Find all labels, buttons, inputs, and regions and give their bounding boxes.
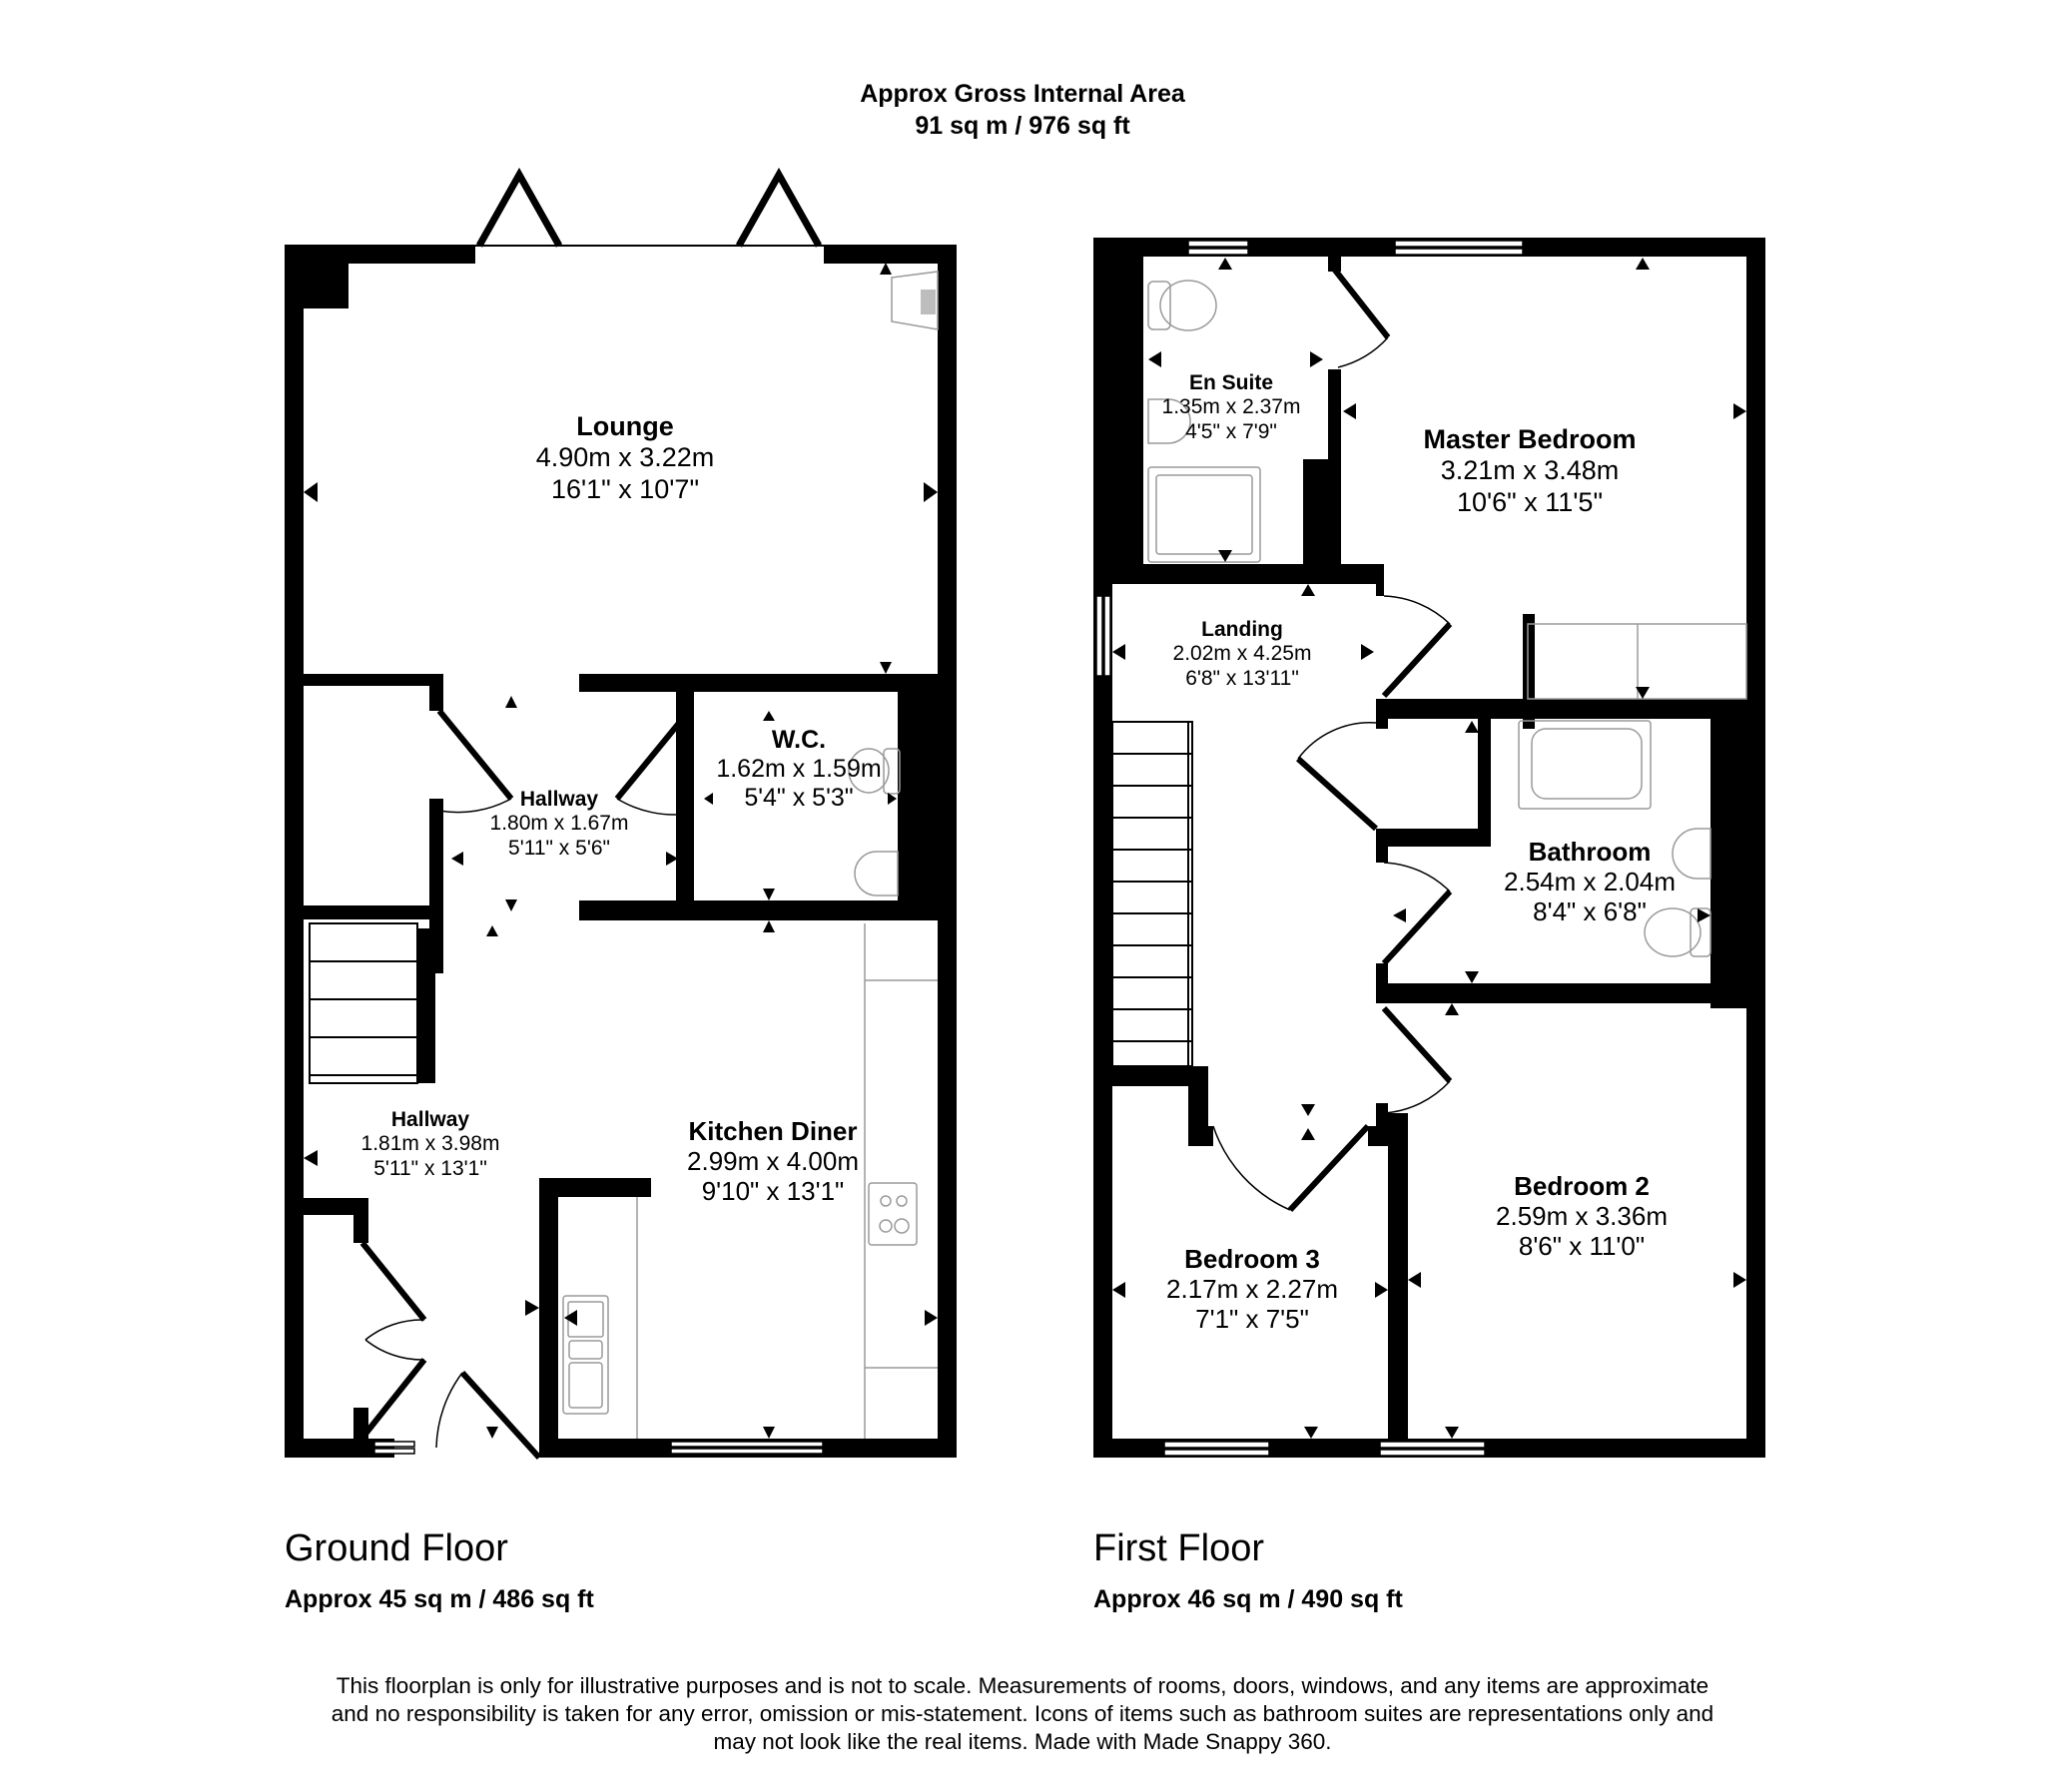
room-name: Hallway	[519, 788, 599, 811]
fireplace-icon	[891, 271, 939, 330]
room-metric: 1.81m x 3.98m	[360, 1132, 500, 1156]
disclaimer: This floorplan is only for illustrative …	[240, 1672, 1805, 1756]
toilet-bowl-icon	[848, 748, 890, 794]
room-name: Kitchen Diner	[688, 1116, 858, 1146]
ensuite-toilet-icon	[1147, 281, 1171, 330]
room-name: Bedroom 2	[1514, 1171, 1650, 1201]
room-label-kitchen-diner: Kitchen Diner 2.99m x 4.00m 9'10" x 13'1…	[687, 1116, 859, 1206]
room-metric: 1.35m x 2.37m	[1161, 395, 1301, 419]
disclaimer-line-1: This floorplan is only for illustrative …	[336, 1673, 1709, 1698]
room-label-en-suite: En Suite 1.35m x 2.37m 4'5" x 7'9"	[1162, 371, 1301, 444]
ground-floor-fixtures	[562, 271, 939, 1439]
sink-icon	[562, 1295, 609, 1415]
room-label-hallway-upper: Hallway 1.80m x 1.67m 5'11" x 5'6"	[490, 788, 629, 861]
room-metric: 4.90m x 3.22m	[535, 442, 715, 473]
room-name: W.C.	[771, 726, 827, 754]
bath-icon	[1518, 720, 1652, 810]
room-imperial: 8'4" x 6'8"	[1533, 896, 1647, 927]
ground-floor-title: Ground Floor	[285, 1527, 508, 1569]
room-metric: 1.80m x 1.67m	[489, 812, 629, 836]
room-name: Bedroom 3	[1184, 1244, 1320, 1274]
shower-tray-icon	[1147, 466, 1261, 563]
ground-floor-stairs	[309, 922, 418, 1084]
first-floor-area: Approx 46 sq m / 490 sq ft	[1093, 1585, 1403, 1613]
bathroom-toilet-icon	[1690, 907, 1711, 957]
room-label-bedroom-2: Bedroom 2 2.59m x 3.36m 8'6" x 11'0"	[1496, 1171, 1668, 1261]
hob-icon	[868, 1182, 918, 1246]
ground-floor-walls	[285, 245, 957, 1458]
room-imperial: 7'1" x 7'5"	[1195, 1304, 1309, 1335]
room-name: Landing	[1201, 618, 1283, 641]
basin-icon	[854, 851, 899, 896]
room-imperial: 5'11" x 13'1"	[373, 1156, 487, 1180]
ground-floor-measure-arrows	[304, 263, 938, 1439]
room-metric: 2.17m x 2.27m	[1166, 1274, 1338, 1305]
room-metric: 2.54m x 2.04m	[1504, 867, 1676, 897]
gross-area-title: Approx Gross Internal Area	[860, 80, 1185, 108]
room-name: Lounge	[576, 411, 674, 441]
room-label-hallway-lower: Hallway 1.81m x 3.98m 5'11" x 13'1"	[361, 1108, 500, 1181]
gross-area-value: 91 sq m / 976 sq ft	[915, 112, 1130, 140]
ground-floor-area: Approx 45 sq m / 486 sq ft	[285, 1585, 594, 1613]
ground-floor-plan	[285, 167, 957, 1461]
disclaimer-line-3: may not look like the real items. Made w…	[713, 1729, 1332, 1754]
first-floor-title: First Floor	[1093, 1527, 1264, 1569]
room-metric: 1.62m x 1.59m	[716, 755, 882, 783]
room-metric: 2.59m x 3.36m	[1496, 1201, 1668, 1232]
lounge-patio-doors	[475, 167, 824, 248]
room-imperial: 16'1" x 10'7"	[550, 473, 700, 504]
room-imperial: 5'11" x 5'6"	[508, 836, 610, 860]
room-metric: 2.99m x 4.00m	[687, 1146, 859, 1177]
room-imperial: 4'5" x 7'9"	[1185, 419, 1277, 443]
room-label-bathroom: Bathroom 2.54m x 2.04m 8'4" x 6'8"	[1504, 837, 1676, 926]
first-floor-plan	[1093, 238, 1765, 1458]
room-metric: 2.02m x 4.25m	[1172, 642, 1312, 666]
bathroom-basin-icon	[1672, 828, 1711, 880]
first-floor-windows	[1095, 240, 1524, 1457]
first-floor-measure-arrows	[1112, 258, 1746, 1439]
room-label-landing: Landing 2.02m x 4.25m 6'8" x 13'11"	[1173, 618, 1312, 691]
ground-floor-doors	[359, 709, 692, 1461]
room-imperial: 10'6" x 11'5"	[1456, 486, 1604, 517]
room-imperial: 5'4" x 5'3"	[744, 784, 854, 812]
room-name: Master Bedroom	[1423, 424, 1637, 454]
room-imperial: 9'10" x 13'1"	[701, 1176, 845, 1207]
toilet-icon	[883, 748, 901, 795]
room-name: Bathroom	[1528, 837, 1652, 867]
room-label-master-bedroom: Master Bedroom 3.21m x 3.48m 10'6" x 11'…	[1423, 424, 1636, 518]
disclaimer-line-2: and no responsibility is taken for any e…	[331, 1701, 1714, 1726]
ensuite-basin-icon	[1147, 398, 1191, 444]
room-label-lounge: Lounge 4.90m x 3.22m 16'1" x 10'7"	[536, 411, 715, 505]
room-label-wc: W.C. 1.62m x 1.59m 5'4" x 5'3"	[716, 726, 881, 813]
room-name: En Suite	[1188, 371, 1273, 394]
room-imperial: 8'6" x 11'0"	[1518, 1231, 1646, 1262]
room-metric: 3.21m x 3.48m	[1440, 455, 1620, 486]
room-name: Hallway	[390, 1108, 470, 1131]
first-floor-doors	[1212, 266, 1453, 1213]
room-imperial: 6'8" x 13'11"	[1185, 666, 1299, 690]
first-floor-stairs	[1111, 721, 1193, 1067]
first-floor-fixtures	[1147, 280, 1747, 957]
room-label-bedroom-3: Bedroom 3 2.17m x 2.27m 7'1" x 7'5"	[1166, 1244, 1338, 1334]
ground-floor-windows	[373, 1441, 824, 1455]
